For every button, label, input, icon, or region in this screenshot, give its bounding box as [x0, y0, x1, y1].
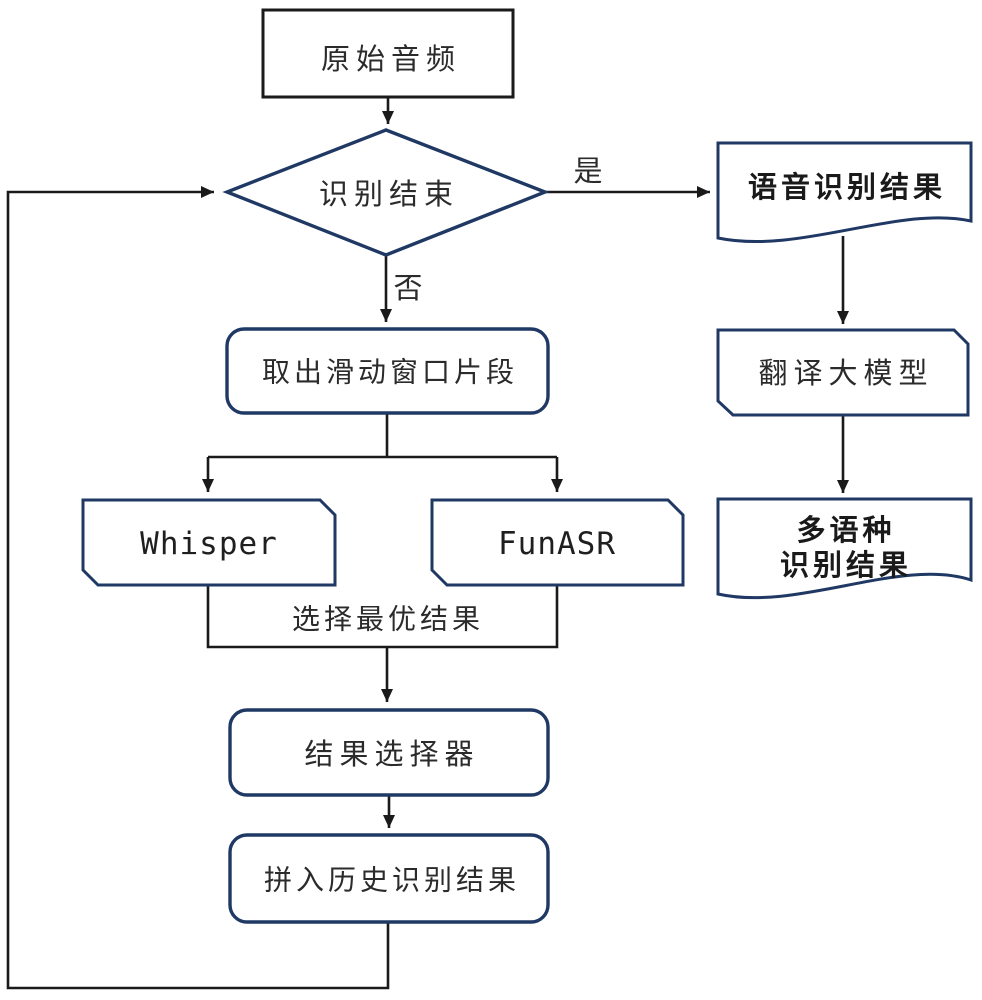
nodes: 原始音频 识别结束 是 否 语音识别结果 翻译大模型 多语种 识别结果 取出滑动…	[81, 8, 973, 924]
node-funasr-card	[430, 498, 685, 587]
node-multilingual-result-label-line1: 多语种	[796, 513, 895, 547]
node-multilingual-result-label-line2: 识别结果	[780, 548, 912, 582]
node-recognition-end-diamond	[222, 128, 550, 257]
edge-label-select-best: 选择最优结果	[292, 603, 484, 636]
node-translation-model-card	[716, 328, 970, 417]
node-result-selector-box	[228, 708, 550, 797]
edge-label-no: 否	[393, 271, 422, 305]
node-original-audio-label: 原始音频	[321, 42, 461, 76]
node-speech-result-document	[716, 141, 973, 243]
node-translation-model-label: 翻译大模型	[758, 356, 933, 390]
edge-label-yes: 是	[573, 154, 602, 188]
node-append-history-box	[228, 833, 550, 924]
edge-merge-bar	[206, 585, 559, 649]
node-whisper-card	[81, 498, 337, 587]
node-extract-window-label: 取出滑动窗口片段	[262, 356, 518, 389]
edge-loop-back	[6, 186, 390, 990]
node-funasr-label: FunASR	[498, 526, 616, 562]
node-whisper-label: Whisper	[140, 526, 278, 562]
node-multilingual-result-document	[716, 497, 973, 600]
node-original-audio	[261, 8, 515, 99]
node-result-selector-label: 结果选择器	[304, 737, 479, 771]
node-append-history-label: 拼入历史识别结果	[264, 864, 520, 897]
node-speech-result-label: 语音识别结果	[748, 170, 946, 204]
node-recognition-end-label: 识别结束	[319, 177, 459, 211]
connectors	[6, 97, 849, 990]
node-extract-window-box	[225, 327, 550, 415]
